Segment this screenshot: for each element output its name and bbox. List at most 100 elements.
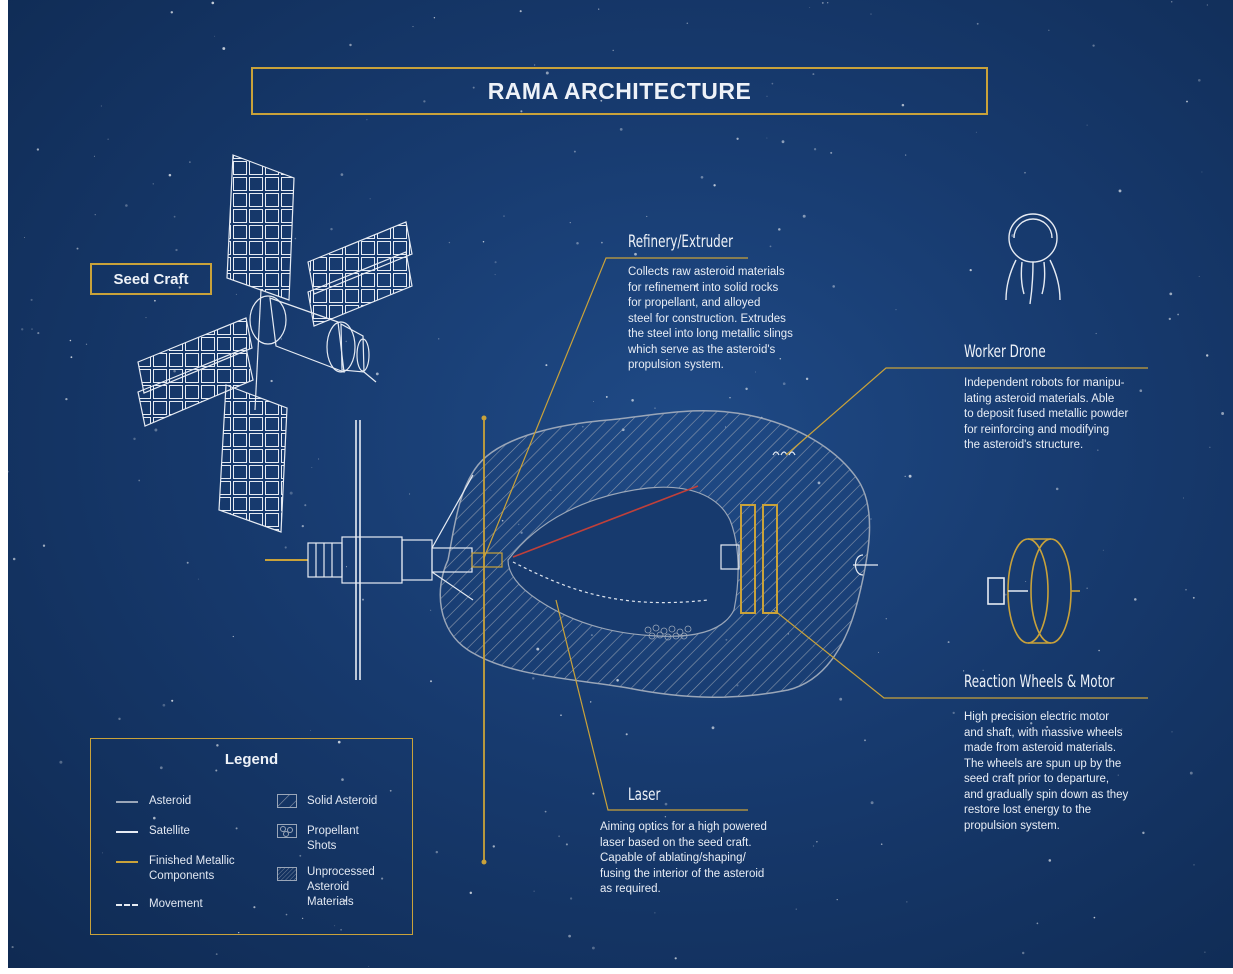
star	[345, 340, 347, 343]
star	[769, 245, 772, 248]
star	[289, 491, 293, 495]
star	[976, 22, 979, 25]
star	[802, 214, 806, 218]
star	[1201, 171, 1203, 173]
star	[429, 680, 433, 683]
star	[952, 711, 955, 715]
legend-swatch-asteroid	[116, 801, 138, 803]
star	[635, 874, 639, 878]
star	[700, 175, 704, 179]
star	[870, 518, 872, 520]
star	[469, 891, 473, 895]
star	[36, 148, 40, 151]
star	[519, 10, 522, 13]
star	[362, 598, 364, 601]
star	[344, 899, 347, 902]
diagram-poster: RAMA ARCHITECTURE Seed Craft Refinery/Ex…	[8, 0, 1233, 968]
star	[821, 1, 824, 4]
star	[975, 131, 977, 133]
star	[369, 198, 371, 200]
star	[877, 651, 879, 653]
star	[600, 99, 603, 102]
star	[598, 8, 600, 10]
star	[162, 703, 166, 707]
star	[301, 524, 304, 528]
star	[503, 215, 505, 217]
star	[334, 925, 336, 927]
seed-craft-illustration	[137, 154, 413, 533]
star	[154, 299, 156, 302]
star	[23, 236, 26, 239]
star	[771, 82, 774, 85]
star	[170, 11, 174, 14]
star	[947, 641, 950, 644]
star	[1171, 731, 1173, 733]
worker-drone-icon	[1005, 213, 1061, 305]
star	[870, 801, 874, 805]
star	[31, 328, 33, 330]
star	[908, 474, 912, 478]
star	[145, 317, 147, 319]
star	[573, 150, 576, 153]
star	[827, 2, 829, 4]
star	[100, 105, 102, 107]
star	[294, 237, 297, 240]
star	[592, 792, 595, 795]
diagram-artwork	[8, 1, 1225, 968]
star	[1121, 728, 1123, 730]
star	[1170, 1, 1173, 3]
star	[1075, 796, 1078, 798]
star	[345, 566, 348, 568]
star	[1048, 29, 1050, 31]
star	[664, 816, 667, 818]
star	[1030, 722, 1033, 725]
star	[42, 544, 46, 547]
star	[341, 778, 344, 781]
star	[1139, 389, 1143, 393]
star	[694, 284, 698, 288]
star	[304, 504, 307, 507]
star	[409, 493, 411, 495]
star	[70, 356, 73, 359]
star	[102, 852, 103, 854]
legend-item-solid-asteroid: Solid Asteroid	[307, 795, 378, 807]
star	[1169, 292, 1173, 296]
star	[1086, 124, 1088, 126]
star	[545, 364, 548, 367]
star	[435, 850, 439, 854]
star	[349, 43, 352, 47]
refinery-description: Collects raw asteroid materials for refi…	[628, 266, 793, 371]
star	[779, 358, 782, 360]
star	[69, 339, 72, 342]
star	[215, 769, 218, 772]
star	[318, 458, 320, 460]
star	[309, 729, 312, 731]
star	[870, 13, 872, 15]
star	[337, 740, 341, 744]
star	[1036, 922, 1039, 925]
star	[1004, 593, 1007, 596]
star	[565, 843, 568, 846]
star	[901, 103, 905, 107]
star	[795, 908, 797, 910]
star	[433, 17, 436, 19]
star	[1221, 412, 1225, 415]
star	[836, 899, 838, 901]
legend-item-movement: Movement	[149, 898, 203, 910]
star	[1055, 487, 1059, 491]
legend-item-unprocessed: Unprocessed Asteroid Materials	[307, 866, 375, 908]
star	[782, 382, 786, 386]
star	[568, 934, 571, 938]
star	[674, 957, 677, 960]
star	[766, 137, 768, 139]
star	[389, 789, 392, 792]
star	[576, 242, 579, 245]
star	[729, 396, 731, 399]
star	[159, 766, 163, 770]
star	[93, 155, 95, 157]
star	[368, 966, 370, 968]
legend-item-finished-metallic: Finished Metallic Components	[149, 855, 235, 882]
star	[173, 215, 176, 218]
laser-heading: Laser	[628, 785, 661, 805]
star	[631, 399, 634, 402]
